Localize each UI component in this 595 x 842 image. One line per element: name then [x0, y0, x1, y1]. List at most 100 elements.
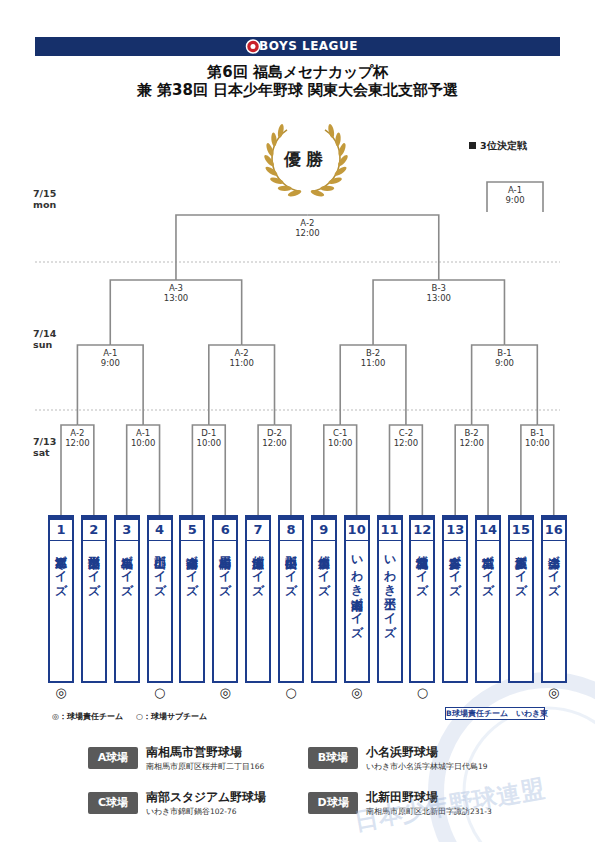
- team-box: 2山形東部ボーイズ: [81, 515, 107, 683]
- team-number: 2: [83, 520, 105, 541]
- day-label: 7/13 sat: [33, 436, 63, 458]
- header-band: BOYS LEAGUE: [35, 37, 560, 56]
- game-time: 11:00: [225, 358, 259, 368]
- laurel-leaf: [278, 186, 292, 191]
- team-name: 郡山ボーイズ: [153, 547, 167, 589]
- game-node: A-212:00: [290, 215, 324, 241]
- duty-symbol: ◎: [544, 685, 564, 701]
- team-number: 4: [149, 520, 171, 541]
- league-emblem-dot: [251, 44, 256, 49]
- laurel-leaf: [264, 165, 279, 177]
- game-code: B-1: [520, 428, 554, 438]
- team-box: 1寒河江ボーイズ: [48, 515, 74, 683]
- game-node: A-110:00: [126, 425, 160, 451]
- team-name: 仙台泉ボーイズ: [317, 547, 331, 589]
- bracket-line: [176, 280, 242, 345]
- field-address: 南相馬市原町区桜井町二丁目166: [146, 762, 264, 772]
- game-node: C-110:00: [323, 425, 357, 451]
- laurel-leaf: [328, 176, 343, 185]
- game-time: 9:00: [93, 358, 127, 368]
- field-name: 南部スタジアム野球場: [146, 790, 266, 805]
- game-code: D-1: [192, 428, 226, 438]
- laurel-leaf: [277, 124, 285, 139]
- bracket-line: [307, 215, 438, 280]
- team-number: 14: [477, 520, 499, 541]
- game-code: A-1: [126, 428, 160, 438]
- team-name: 仙台広瀬ボーイズ: [251, 547, 265, 589]
- day-divider: [35, 262, 560, 263]
- team-number: 6: [214, 520, 236, 541]
- game-time: 12:00: [455, 438, 489, 448]
- game-time: 12:00: [60, 438, 94, 448]
- team-number: 16: [543, 520, 565, 541]
- duty-symbol: ◎: [347, 685, 367, 701]
- team-box: 14 宮城ボーイズ: [475, 515, 501, 683]
- game-code: B-2: [455, 428, 489, 438]
- team-number: 1: [50, 520, 72, 541]
- game-code: C-1: [323, 428, 357, 438]
- laurel-leaf: [271, 132, 277, 146]
- day-label: 7/14 sun: [33, 328, 63, 350]
- duty-symbol: ○: [150, 685, 170, 701]
- game-time: 9:00: [498, 195, 532, 205]
- game-code: A-1: [498, 185, 532, 195]
- game-time: 9:00: [487, 358, 521, 368]
- team-number: 10: [346, 520, 368, 541]
- team-name: 宮城仙北ボーイズ: [415, 547, 429, 589]
- game-node: A-19:00: [93, 345, 127, 371]
- title: 第6回 福島メセナカップ杯: [0, 63, 595, 82]
- champion-heading: 優勝: [266, 148, 346, 171]
- team-number: 8: [280, 520, 302, 541]
- game-time: 11:00: [356, 358, 390, 368]
- team-name: 宮城ボーイズ: [481, 547, 495, 589]
- game-code: A-2: [290, 218, 324, 228]
- team-name: 福島ボーイズ: [120, 547, 134, 589]
- game-code: B-2: [356, 348, 390, 358]
- bracket-line: [373, 280, 439, 345]
- field-address: いわき市錦町鍋谷102-76: [146, 807, 237, 817]
- team-number: 12: [411, 520, 433, 541]
- league-logo: BOYS LEAGUE: [57, 37, 560, 56]
- game-node: C-212:00: [389, 425, 423, 451]
- legend-entry: ◎：球場責任チーム: [52, 711, 123, 722]
- section-heading: 3位決定戦: [480, 140, 560, 153]
- game-time: 13:00: [422, 293, 456, 303]
- team-number: 3: [116, 520, 138, 541]
- team-name: 会津ボーイズ: [547, 547, 561, 589]
- day-label: 7/15 mon: [33, 188, 63, 210]
- bracket-line: [110, 280, 176, 345]
- game-code: A-3: [159, 283, 193, 293]
- game-node: A-313:00: [159, 280, 193, 306]
- laurel-leaf: [263, 154, 276, 168]
- game-node: A-212:00: [60, 425, 94, 451]
- field-code: C球場: [88, 792, 138, 814]
- team-number: 7: [247, 520, 269, 541]
- field-box: A球場南相馬市営野球場南相馬市原町区桜井町二丁目166: [88, 744, 303, 778]
- team-name: 郡山中央ボーイズ: [284, 547, 298, 589]
- game-code: A-1: [93, 348, 127, 358]
- game-code: D-2: [258, 428, 292, 438]
- team-number: 13: [444, 520, 466, 541]
- duty-symbol: ○: [412, 685, 432, 701]
- team-box: 8 郡山中央ボーイズ: [278, 515, 304, 683]
- day-divider: [35, 410, 560, 411]
- laurel-leaf: [327, 124, 335, 139]
- duty-symbol: ○: [281, 685, 301, 701]
- game-time: 10:00: [520, 438, 554, 448]
- game-node: B-212:00: [455, 425, 489, 451]
- game-code: B-1: [487, 348, 521, 358]
- laurel-leaf: [333, 165, 348, 177]
- game-node: B-19:00: [487, 345, 521, 371]
- bullet-square: [469, 142, 476, 149]
- team-name: いわき平ボーイズ: [383, 547, 397, 631]
- team-number: 5: [181, 520, 203, 541]
- field-duty-note: B球場責任チーム いわき東: [446, 708, 544, 719]
- team-name: 南会津ボーイズ: [185, 547, 199, 589]
- game-code: A-2: [60, 428, 94, 438]
- game-node: A-19:00: [498, 182, 532, 208]
- team-box: 16 会津ボーイズ: [541, 515, 567, 683]
- game-time: 10:00: [323, 438, 357, 448]
- laurel-leaf: [320, 186, 334, 191]
- game-node: B-110:00: [520, 425, 554, 451]
